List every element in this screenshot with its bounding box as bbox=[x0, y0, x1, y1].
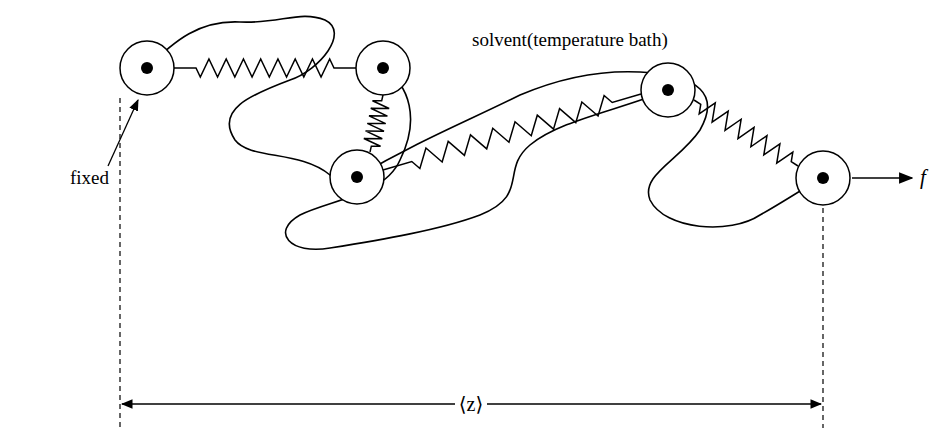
springs bbox=[174, 59, 798, 170]
chain-loops bbox=[147, 16, 823, 249]
force-label: f bbox=[920, 166, 926, 189]
bead bbox=[120, 41, 174, 95]
chain-loop bbox=[286, 68, 668, 249]
bead bbox=[796, 151, 850, 205]
bead bbox=[641, 63, 695, 117]
bead-core bbox=[141, 62, 153, 74]
spring bbox=[364, 95, 389, 152]
bead-core bbox=[377, 62, 389, 74]
bead bbox=[330, 150, 384, 204]
bead-outline bbox=[356, 41, 410, 95]
bead-outline bbox=[796, 151, 850, 205]
bead-core bbox=[817, 172, 829, 184]
bead-core bbox=[351, 171, 363, 183]
extension-line bbox=[119, 98, 120, 428]
bead-outline bbox=[330, 150, 384, 204]
bead-outline bbox=[120, 41, 174, 95]
bead-outline bbox=[641, 63, 695, 117]
fixed-label: fixed bbox=[70, 168, 109, 189]
force-arrow bbox=[852, 177, 912, 179]
solvent-label: solvent(temperature bath) bbox=[472, 30, 668, 51]
chain-loop bbox=[147, 16, 357, 180]
spring bbox=[174, 59, 356, 77]
dimension-extension-lines bbox=[120, 98, 823, 428]
spring bbox=[694, 100, 798, 166]
bead-core bbox=[662, 84, 674, 96]
chain-loop bbox=[357, 72, 823, 227]
fixed-pointer bbox=[108, 100, 138, 166]
beads bbox=[120, 41, 850, 205]
extension-line bbox=[822, 208, 823, 428]
spring bbox=[383, 94, 641, 170]
dimension-label: ⟨z⟩ bbox=[455, 393, 487, 415]
bead bbox=[356, 41, 410, 95]
